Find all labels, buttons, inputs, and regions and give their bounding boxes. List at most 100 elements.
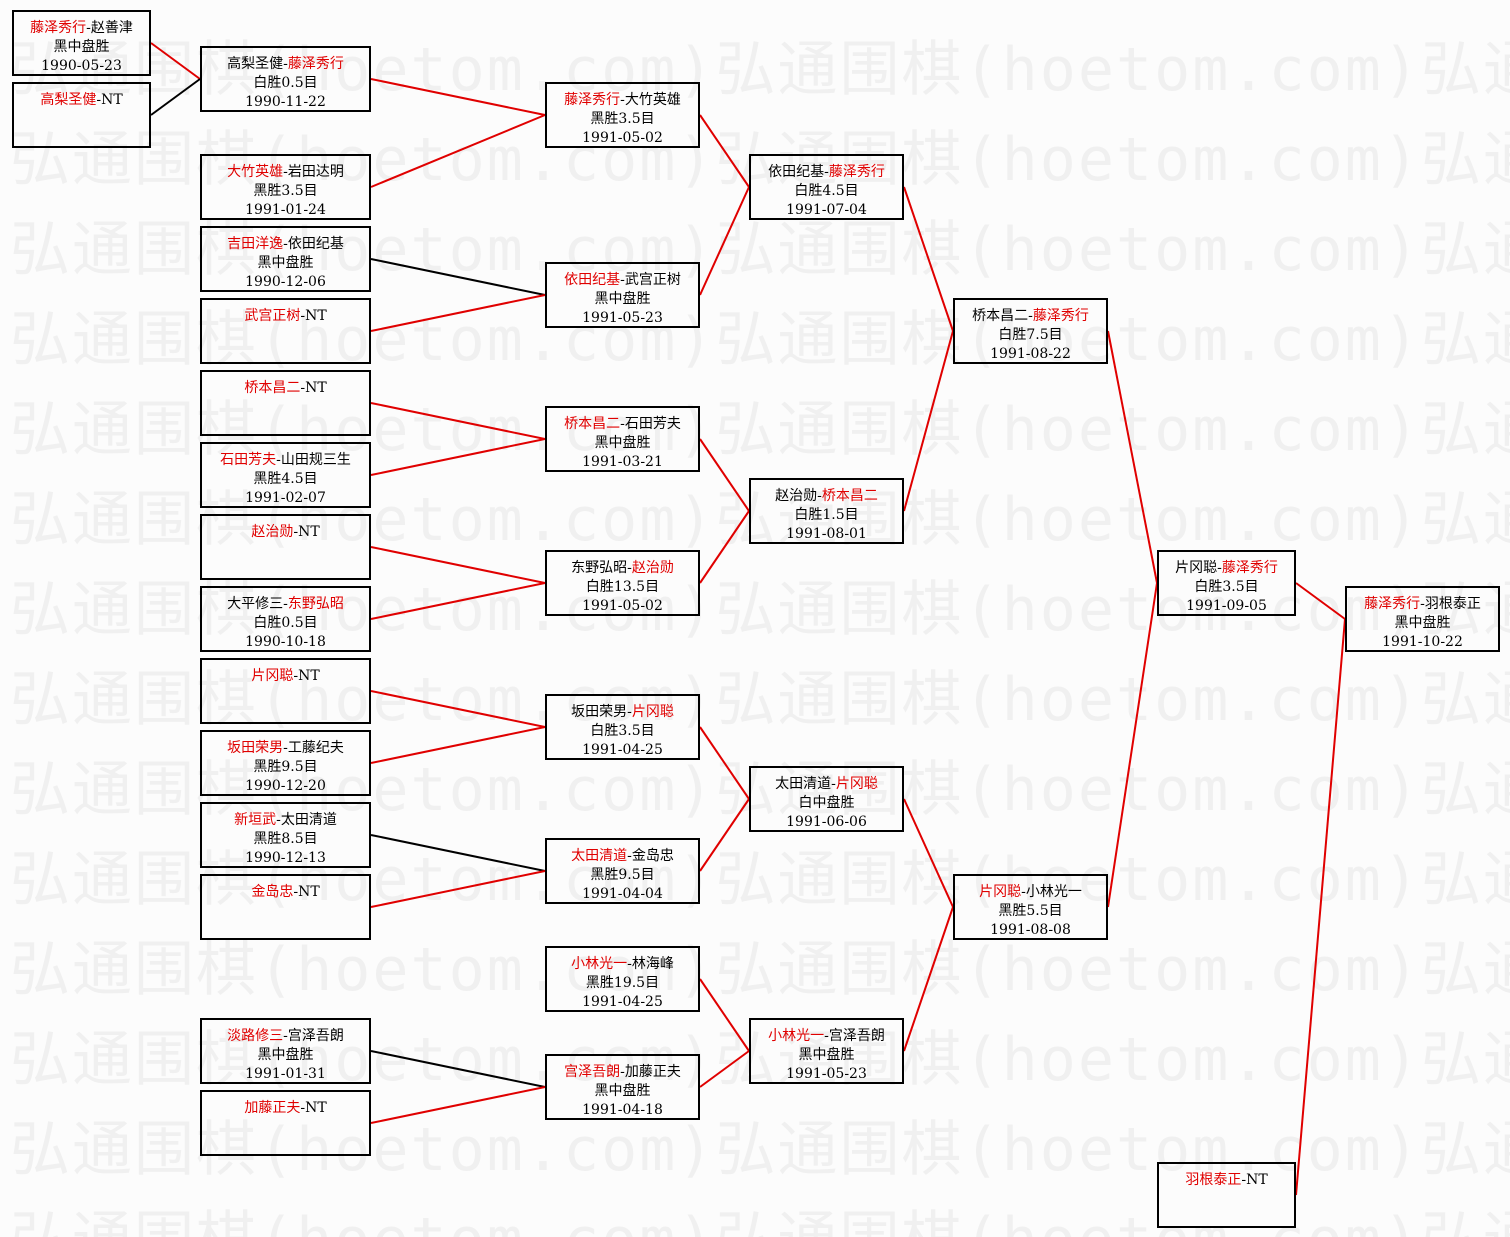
match-result: 黑中盘胜 [1394,615,1451,631]
match-box[interactable]: 桥本昌二-NT [200,370,371,436]
match-box[interactable]: 羽根泰正-NT [1157,1162,1296,1228]
player-two: 太田清道 [280,812,337,828]
watermark-line: 弘通围棋(hoetom.com)弘通围棋(hoetom.com)弘通围 [10,395,1510,465]
match-players: 藤泽秀行-大竹英雄 [547,91,698,110]
match-box[interactable]: 武宫正树-NT [200,298,371,364]
player-one: 赵治勋 [775,488,818,504]
match-players: 片冈聪-藤泽秀行 [1159,559,1294,578]
players-separator: - [627,848,632,864]
match-box[interactable]: 片冈聪-NT [200,658,371,724]
winner-connector [370,546,546,584]
match-date: 1991-10-22 [1382,634,1463,650]
match-date: 1991-08-08 [990,922,1071,938]
match-players: 藤泽秀行-羽根泰正 [1347,595,1498,614]
match-box[interactable]: 高梨圣健-NT [12,82,151,148]
match-result: 白胜0.5目 [253,615,318,631]
winner-connector [699,978,750,1052]
player-two: NT [305,308,327,324]
match-players: 石田芳夫-山田规三生 [202,451,369,470]
winner-connector [370,690,546,728]
player-two: 林海峰 [631,956,674,972]
watermark-line: 弘通围棋(hoetom.com)弘通围棋(hoetom.com)弘通围 [10,485,1510,555]
match-box[interactable]: 赵治勋-NT [200,514,371,580]
players-separator: - [1217,560,1222,576]
player-one: 小林光一 [768,1028,825,1044]
match-date: 1991-02-07 [245,490,326,506]
players-separator: - [627,956,632,972]
match-box[interactable]: 金岛忠-NT [200,874,371,940]
player-two: NT [298,524,320,540]
match-players: 赵治勋-NT [202,523,369,542]
player-two: 依田纪基 [287,236,344,252]
match-players: 大竹英雄-岩田达明 [202,163,369,182]
watermark-line: 弘通围棋(hoetom.com)弘通围棋(hoetom.com)弘通围 [10,305,1510,375]
match-box[interactable]: 加藤正夫-NT [200,1090,371,1156]
player-two: 岩田达明 [287,164,344,180]
match-result: 黑中盘胜 [798,1047,855,1063]
player-one: 片冈聪 [251,668,294,684]
match-players: 赵治勋-桥本昌二 [751,487,902,506]
player-two: 藤泽秀行 [828,164,885,180]
match-players: 坂田荣男-工藤纪夫 [202,739,369,758]
players-separator: - [96,92,102,108]
winner-connector [370,78,546,116]
match-players: 新垣武-太田清道 [202,811,369,830]
winner-connector [699,1050,750,1088]
players-separator: - [627,704,632,720]
player-two: 片冈聪 [631,704,674,720]
players-separator: - [620,272,625,288]
match-players: 高梨圣健-NT [14,91,149,110]
match-result: 白胜0.5目 [253,75,318,91]
match-box[interactable]: 藤泽秀行-羽根泰正黑中盘胜 1991-10-22 [1345,586,1500,652]
match-result: 黑胜19.5目 [585,975,660,991]
player-two: 山田规三生 [280,452,351,468]
players-separator: - [1028,308,1033,324]
winner-connector [1295,618,1346,1196]
winner-connector [699,798,750,872]
player-two: 片冈聪 [835,776,878,792]
player-one: 羽根泰正 [1185,1172,1242,1188]
match-players: 金岛忠-NT [202,883,369,902]
match-result: 黑胜9.5目 [253,759,318,775]
match-date: 1991-04-25 [582,994,663,1010]
player-one: 赵治勋 [251,524,294,540]
match-players: 淡路修三-宫泽吾朗 [202,1027,369,1046]
match-date: 1991-04-18 [582,1102,663,1118]
player-two: NT [305,1100,327,1116]
player-one: 坂田荣男 [227,740,284,756]
match-date: 1991-01-24 [245,202,326,218]
watermark-line: 弘通围棋(hoetom.com)弘通围棋(hoetom.com)弘通围 [10,1210,1510,1237]
watermark-line: 弘通围棋(hoetom.com)弘通围棋(hoetom.com)弘通围 [10,665,1510,735]
player-one: 太田清道 [571,848,628,864]
players-separator: - [86,20,91,36]
match-players: 东野弘昭-赵治勋 [547,559,698,578]
watermark-line: 弘通围棋(hoetom.com)弘通围棋(hoetom.com)弘通围 [10,755,1510,825]
winner-connector [370,582,546,620]
player-one: 大竹英雄 [227,164,284,180]
